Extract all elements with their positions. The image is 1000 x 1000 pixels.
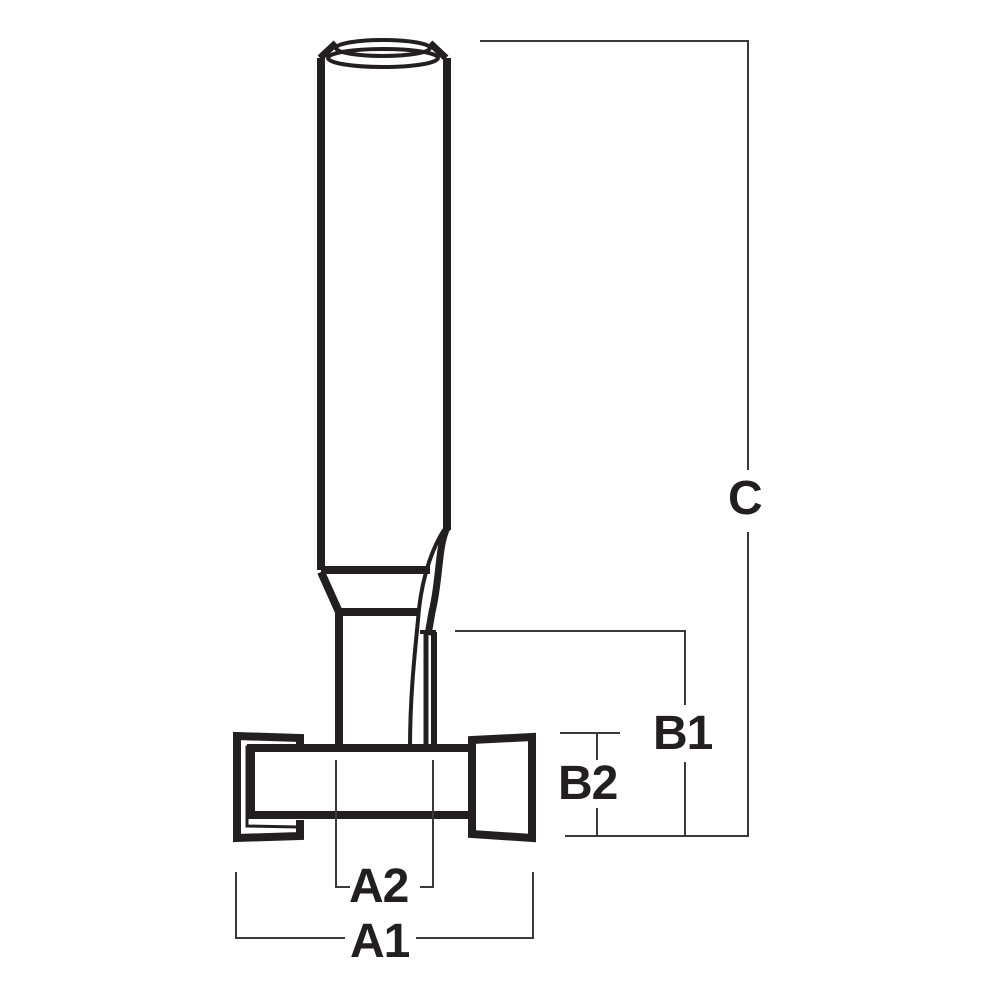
taper-left — [317, 570, 343, 614]
dim-a1-left — [235, 872, 345, 939]
shank-top-ellipse-inner — [326, 47, 440, 69]
flute-curve-outer — [424, 526, 451, 636]
dimension-lines — [235, 40, 749, 939]
label-b1: B1 — [651, 707, 715, 760]
dim-a2-right — [420, 760, 434, 888]
flute-curve-inner — [408, 528, 446, 749]
dim-c-line — [480, 40, 749, 470]
dim-c-line-lower — [700, 532, 749, 837]
label-c: C — [726, 472, 764, 525]
cutter-body — [247, 744, 476, 819]
shank-top-chamfer — [317, 40, 449, 61]
dim-b1-line — [455, 630, 686, 705]
cutter-head — [233, 731, 536, 843]
left-cutter-wing-inner — [245, 745, 299, 829]
label-a2: A2 — [349, 860, 409, 913]
right-cutter-wing — [468, 732, 536, 843]
label-b2: B2 — [556, 757, 620, 810]
dim-a1-right — [416, 872, 534, 939]
shank-top-ellipse-outer — [334, 38, 432, 58]
left-cutter-wing-outer — [233, 731, 304, 843]
label-a1: A1 — [348, 915, 412, 968]
neck — [335, 612, 437, 748]
dim-a2-left — [335, 760, 350, 888]
shank — [317, 38, 451, 749]
